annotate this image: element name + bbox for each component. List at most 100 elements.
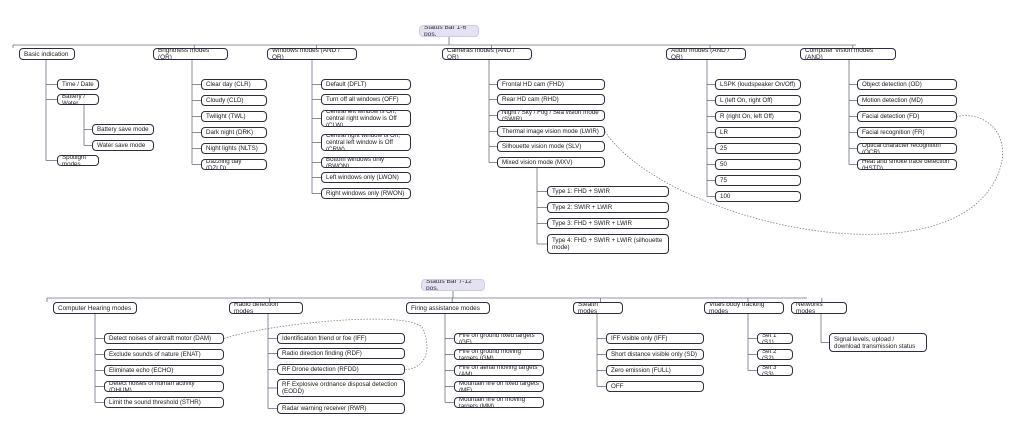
node-mixed-vision-mode-mxv[interactable]: Mixed vision mode (MXV) [497,157,605,168]
node-25[interactable]: 25 [715,143,801,154]
node-type-3-fhd-swir-lwir-label: Type 3: FHD + SWIR + LWIR [552,220,632,227]
node-radar-warning-receiver-rwr[interactable]: Radar warning receiver (RWR) [277,403,405,414]
node-optical-character-recognition-ocr[interactable]: Optical character recognition (OCR) [857,143,957,154]
category-cameras-modes-and-or[interactable]: Cameras modes (AND / OR) [442,48,532,60]
node-mountain-fire-on-fixed-targets-mf[interactable]: Mountain fire on fixed targets (MF) [454,381,544,392]
node-central-left-window-is-on-central-right-[interactable]: Central left window is On, central right… [321,110,411,127]
node-r-right-on-left-off[interactable]: R (right On, left Off) [715,111,801,122]
node-fire-on-ground-fixed-targets-gf[interactable]: Fire on ground fixed targets (GF) [454,333,544,344]
node-zero-emission-full-label: Zero emission (FULL) [611,367,671,374]
node-fire-on-aerial-moving-targets-am[interactable]: Fire on aerial moving targets (AM) [454,365,544,376]
node-75[interactable]: 75 [715,175,801,186]
node-night-lights-nlts-label: Night lights (NLTS) [206,145,258,152]
node-cloudy-cld[interactable]: Cloudy (CLD) [201,95,267,106]
category-windows-modes-and-or-label: Windows modes (AND / OR) [272,48,340,60]
node-rear-hd-cam-rhd[interactable]: Rear HD cam (RHD) [497,94,605,105]
category-firing-assistance-modes[interactable]: Firing assistance modes [406,302,490,314]
node-lr[interactable]: LR [715,127,801,138]
node-l-left-on-right-off-label: L (left On, right Off) [720,97,773,104]
node-dark-night-drk[interactable]: Dark night (DRK) [201,127,267,138]
node-battery-save-mode-label: Battery save mode [97,126,149,133]
node-fire-on-ground-moving-targets-gm[interactable]: Fire on ground moving targets (GM) [454,349,544,360]
node-short-distance-visible-only-sd[interactable]: Short distance visible only (SD) [606,349,704,360]
node-radio-direction-finding-rdf[interactable]: Radio direction finding (RDF) [277,348,405,359]
node-object-detection-od[interactable]: Object detection (OD) [857,79,957,90]
node-l-left-on-right-off[interactable]: L (left On, right Off) [715,95,801,106]
node-water-save-mode[interactable]: Water save mode [92,140,154,151]
node-set-3-s3[interactable]: Set 3 (S3) [757,365,793,376]
node-twilight-twl[interactable]: Twilight (TWL) [201,111,267,122]
node-mountain-fire-on-moving-targets-mm[interactable]: Mountain fire on moving targets (MM) [454,397,544,408]
node-rf-explosive-ordnance-disposal-detection[interactable]: RF Explosive ordnance disposal detection… [277,379,405,397]
node-iff-visible-only-iff-label: IFF visible only (IFF) [611,335,668,342]
node-clear-day-clr[interactable]: Clear day (CLR) [201,79,267,90]
node-signal-levels-upload-download-transmissi[interactable]: Signal levels, upload / download transmi… [829,333,927,352]
node-mountain-fire-on-moving-targets-mm-label: Mountain fire on moving targets (MM) [459,397,526,408]
category-audio-modes-and-or[interactable]: Audio modes (AND / OR) [666,48,746,60]
node-signal-levels-upload-download-transmissi-label: Signal levels, upload / download transmi… [834,335,916,350]
node-50[interactable]: 50 [715,159,801,170]
node-identification-friend-or-foe-iff[interactable]: Identification friend or foe (IFF) [277,333,405,344]
node-100[interactable]: 100 [715,191,801,202]
node-right-windows-only-rwon[interactable]: Right windows only (RWON) [321,188,411,199]
node-type-4-fhd-swir-lwir-silhouette-mode[interactable]: Type 4: FHD + SWIR + LWIR (silhouette mo… [547,234,669,254]
node-set-1-s1[interactable]: Set 1 (S1) [757,333,793,344]
category-networks-modes[interactable]: Networks modes [791,302,847,314]
node-limit-the-sound-threshold-sthr[interactable]: Limit the sound threshold (STHR) [104,397,224,408]
category-radio-detection-modes-label: Radio detection modes [234,302,279,314]
node-thermal-image-vision-mode-lwir[interactable]: Thermal image vision mode (LWIR) [497,126,605,137]
node-detect-noises-of-aircraft-motor-dam[interactable]: Detect noises of aircraft motor (DAM) [104,333,224,344]
node-object-detection-od-label: Object detection (OD) [862,81,922,88]
node-type-1-fhd-swir[interactable]: Type 1: FHD + SWIR [547,186,669,197]
node-night-sky-fog-sea-vision-mode-swir-label: Night / Sky / Fog / Sea vision mode (SWI… [502,110,599,121]
category-computer-hearing-modes[interactable]: Computer Hearing modes [53,302,137,314]
node-motion-detection-md[interactable]: Motion detection (MD) [857,95,957,106]
node-rf-drone-detection-rfdd[interactable]: RF Drone detection (RFDD) [277,364,405,375]
node-type-3-fhd-swir-lwir[interactable]: Type 3: FHD + SWIR + LWIR [547,218,669,229]
node-facial-detection-fd[interactable]: Facial detection (FD) [857,111,957,122]
node-zero-emission-full[interactable]: Zero emission (FULL) [606,365,704,376]
node-central-right-window-is-on-central-left-[interactable]: Central right window is On, central left… [321,134,411,151]
category-windows-modes-and-or[interactable]: Windows modes (AND / OR) [267,48,357,60]
category-computer-vision-modes-and[interactable]: Computer Vision modes (AND) [800,48,896,60]
node-facial-recognition-fr[interactable]: Facial recognition (FR) [857,127,957,138]
bar1-root[interactable]: Status Bar 1-6 pos. [419,25,479,37]
node-detect-noises-of-human-activity-dhum[interactable]: Detect noises of human activity (DHUM) [104,381,224,392]
bar2-root-label: Status Bar 7-12 pos. [426,279,472,291]
node-time-date[interactable]: Time / Date [57,79,99,90]
node-bottom-windows-only-bwon[interactable]: Bottom windows only (BWON) [321,157,411,168]
node-dazzling-day-dzld[interactable]: Dazzling day (DZLD) [201,159,267,170]
node-off[interactable]: OFF [606,381,704,392]
node-default-dflt[interactable]: Default (DFLT) [321,79,411,90]
node-heat-and-smoke-trace-detection-hstd[interactable]: Heat and smoke trace detection (HSTD) [857,159,957,170]
category-brightness-modes-or[interactable]: Brightness modes (OR) [153,48,228,60]
node-night-sky-fog-sea-vision-mode-swir[interactable]: Night / Sky / Fog / Sea vision mode (SWI… [497,110,605,121]
node-100-label: 100 [720,193,731,200]
node-central-left-window-is-on-central-right--label: Central left window is On, central right… [326,110,397,127]
node-detect-noises-of-aircraft-motor-dam-label: Detect noises of aircraft motor (DAM) [109,335,212,342]
node-turn-off-all-windows-off[interactable]: Turn off all windows (OFF) [321,94,411,105]
node-type-2-swir-lwir[interactable]: Type 2: SWIR + LWIR [547,202,669,213]
category-radio-detection-modes[interactable]: Radio detection modes [229,302,303,314]
bar2-root[interactable]: Status Bar 7-12 pos. [421,279,485,291]
node-set-2-s2[interactable]: Set 2 (S2) [757,349,793,360]
node-mountain-fire-on-fixed-targets-mf-label: Mountain fire on fixed targets (MF) [459,381,539,392]
category-stealth-modes[interactable]: Stealth modes [573,302,623,314]
node-battery-save-mode[interactable]: Battery save mode [92,124,154,135]
node-left-windows-only-lwon[interactable]: Left windows only (LWON) [321,172,411,183]
node-eliminate-echo-echo[interactable]: Eliminate echo (ECHO) [104,365,224,376]
node-iff-visible-only-iff[interactable]: IFF visible only (IFF) [606,333,704,344]
node-frontal-hd-cam-fhd-label: Frontal HD cam (FHD) [502,81,564,88]
node-night-lights-nlts[interactable]: Night lights (NLTS) [201,143,267,154]
node-spotlight-modes[interactable]: Spotlight modes [57,155,99,166]
category-basic-indication[interactable]: Basic indication [19,48,75,60]
node-frontal-hd-cam-fhd[interactable]: Frontal HD cam (FHD) [497,79,605,90]
node-silhouette-vision-mode-slv[interactable]: Silhouette vision mode (SLV) [497,141,605,152]
category-vitals-body-tracking-modes[interactable]: Vitals body tracking modes [704,302,784,314]
node-radio-direction-finding-rdf-label: Radio direction finding (RDF) [282,350,362,357]
node-battery-water[interactable]: Battery / Water [57,94,99,105]
node-turn-off-all-windows-off-label: Turn off all windows (OFF) [326,96,399,103]
node-lspk-loudspeaker-on-off[interactable]: LSPK (loudspeaker On/Off) [715,79,801,90]
node-mixed-vision-mode-mxv-label: Mixed vision mode (MXV) [502,159,573,166]
node-exclude-sounds-of-nature-enat[interactable]: Exclude sounds of nature (ENAT) [104,349,224,360]
